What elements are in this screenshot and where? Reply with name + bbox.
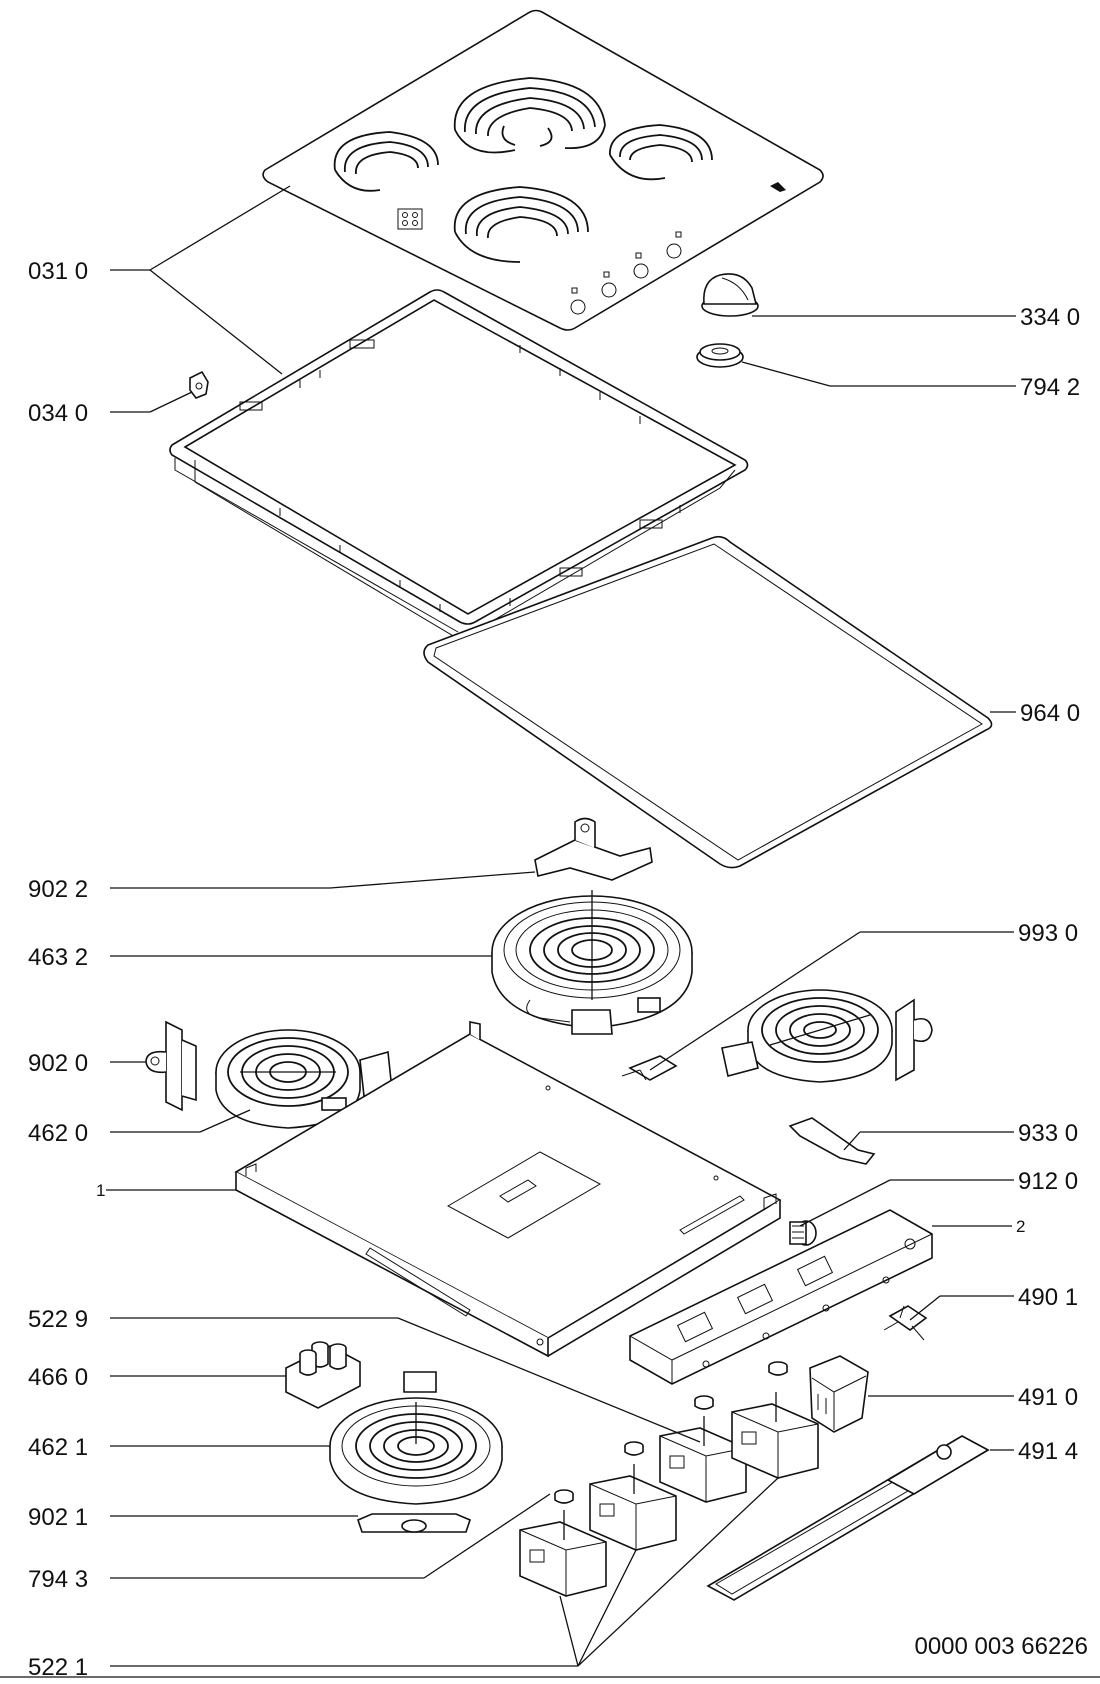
control-rail-bracket bbox=[629, 1209, 933, 1385]
label-993-0: 993 0 bbox=[1018, 920, 1078, 947]
label-490-1: 490 1 bbox=[1018, 1284, 1078, 1311]
label-902-2: 902 2 bbox=[28, 876, 88, 903]
label-462-1: 462 1 bbox=[28, 1434, 88, 1461]
label-794-3: 794 3 bbox=[28, 1566, 88, 1593]
label-031-0: 031 0 bbox=[28, 258, 88, 285]
bracket-902-2 bbox=[534, 817, 653, 881]
bracket-902-1 bbox=[357, 1513, 471, 1533]
knob-bushing-part bbox=[696, 343, 744, 368]
regulator-2 bbox=[589, 1441, 677, 1551]
regulator-3 bbox=[659, 1395, 747, 1503]
radiant-heater-462-1 bbox=[329, 1371, 503, 1505]
base-tray bbox=[234, 1021, 782, 1358]
label-794-2: 794 2 bbox=[1020, 374, 1080, 401]
leader-lines bbox=[106, 185, 1016, 1667]
sensor-490-1 bbox=[883, 1305, 928, 1341]
label-964-0: 964 0 bbox=[1020, 700, 1080, 727]
label-1: 1 bbox=[96, 1181, 105, 1200]
clip-993-0 bbox=[621, 1055, 678, 1081]
glass-cooktop-panel bbox=[262, 9, 824, 331]
label-2: 2 bbox=[1016, 1217, 1025, 1236]
bracket-902-0 bbox=[145, 1020, 197, 1112]
label-491-0: 491 0 bbox=[1018, 1384, 1078, 1411]
cooktop-frame bbox=[169, 289, 749, 641]
label-522-9: 522 9 bbox=[28, 1306, 88, 1333]
radiant-heater-463-2 bbox=[491, 890, 693, 1035]
label-034-0: 034 0 bbox=[28, 400, 88, 427]
regulator-1 bbox=[519, 1489, 607, 1597]
terminal-block-466-0 bbox=[285, 1341, 361, 1409]
control-knob-part bbox=[701, 273, 759, 317]
gasket-seal-part bbox=[423, 535, 993, 869]
radiant-heater-right bbox=[721, 989, 933, 1083]
regulator-4 bbox=[731, 1361, 819, 1479]
radiant-heater-462-0 bbox=[215, 1029, 393, 1129]
label-902-0: 902 0 bbox=[28, 1050, 88, 1077]
label-902-1: 902 1 bbox=[28, 1504, 88, 1531]
screw-912-0 bbox=[789, 1220, 817, 1246]
label-334-0: 334 0 bbox=[1020, 304, 1080, 331]
label-912-0: 912 0 bbox=[1018, 1168, 1078, 1195]
label-462-0: 462 0 bbox=[28, 1120, 88, 1147]
label-933-0: 933 0 bbox=[1018, 1120, 1078, 1147]
spring-clip-933-0 bbox=[788, 1117, 876, 1165]
label-491-4: 491 4 bbox=[1018, 1438, 1078, 1465]
mounting-clip-part bbox=[189, 370, 209, 399]
label-466-0: 466 0 bbox=[28, 1364, 88, 1391]
drawing-number: 0000 003 66226 bbox=[914, 1633, 1088, 1660]
relay-491-0 bbox=[809, 1355, 869, 1433]
label-463-2: 463 2 bbox=[28, 944, 88, 971]
rail-cover-491-4 bbox=[706, 1435, 990, 1601]
